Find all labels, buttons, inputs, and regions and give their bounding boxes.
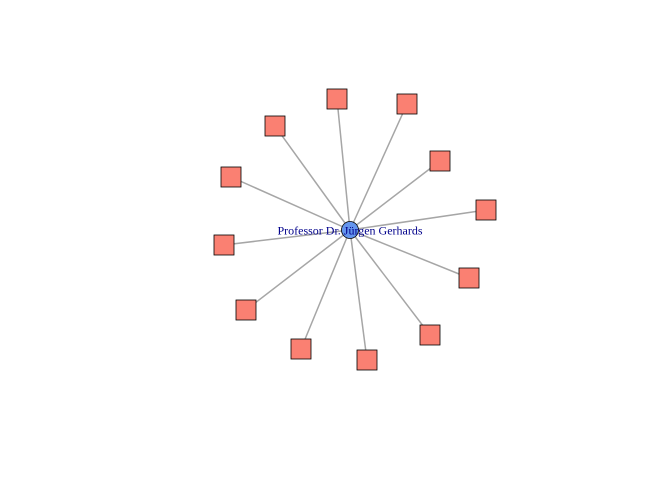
leaf-node-5[interactable]	[220, 166, 242, 188]
edge-6	[349, 209, 487, 231]
leaf-node-8[interactable]	[458, 267, 480, 289]
center-node-label: Professor Dr. Jürgen Gerhards	[277, 224, 422, 238]
center-group: Professor Dr. Jürgen Gerhards	[277, 221, 423, 239]
leaf-node-3[interactable]	[264, 115, 286, 137]
leaf-node-12[interactable]	[356, 349, 378, 371]
edge-12	[349, 229, 368, 361]
edge-9	[245, 229, 351, 311]
edge-2	[349, 103, 408, 231]
edge-8	[349, 229, 470, 279]
edge-1	[336, 98, 351, 231]
leaf-node-9[interactable]	[235, 299, 257, 321]
leaf-node-6[interactable]	[475, 199, 497, 221]
edge-5	[230, 176, 351, 231]
leaf-nodes	[213, 88, 497, 371]
edges	[223, 98, 487, 361]
leaf-node-4[interactable]	[429, 150, 451, 172]
leaf-node-2[interactable]	[396, 93, 418, 115]
center-node[interactable]	[341, 221, 359, 239]
edge-11	[300, 229, 351, 350]
edge-4	[349, 160, 441, 231]
leaf-node-1[interactable]	[326, 88, 348, 110]
edge-3	[274, 125, 351, 231]
leaf-node-7[interactable]	[213, 234, 235, 256]
edge-7	[223, 229, 351, 246]
edge-10	[349, 229, 431, 336]
leaf-node-10[interactable]	[419, 324, 441, 346]
leaf-node-11[interactable]	[290, 338, 312, 360]
